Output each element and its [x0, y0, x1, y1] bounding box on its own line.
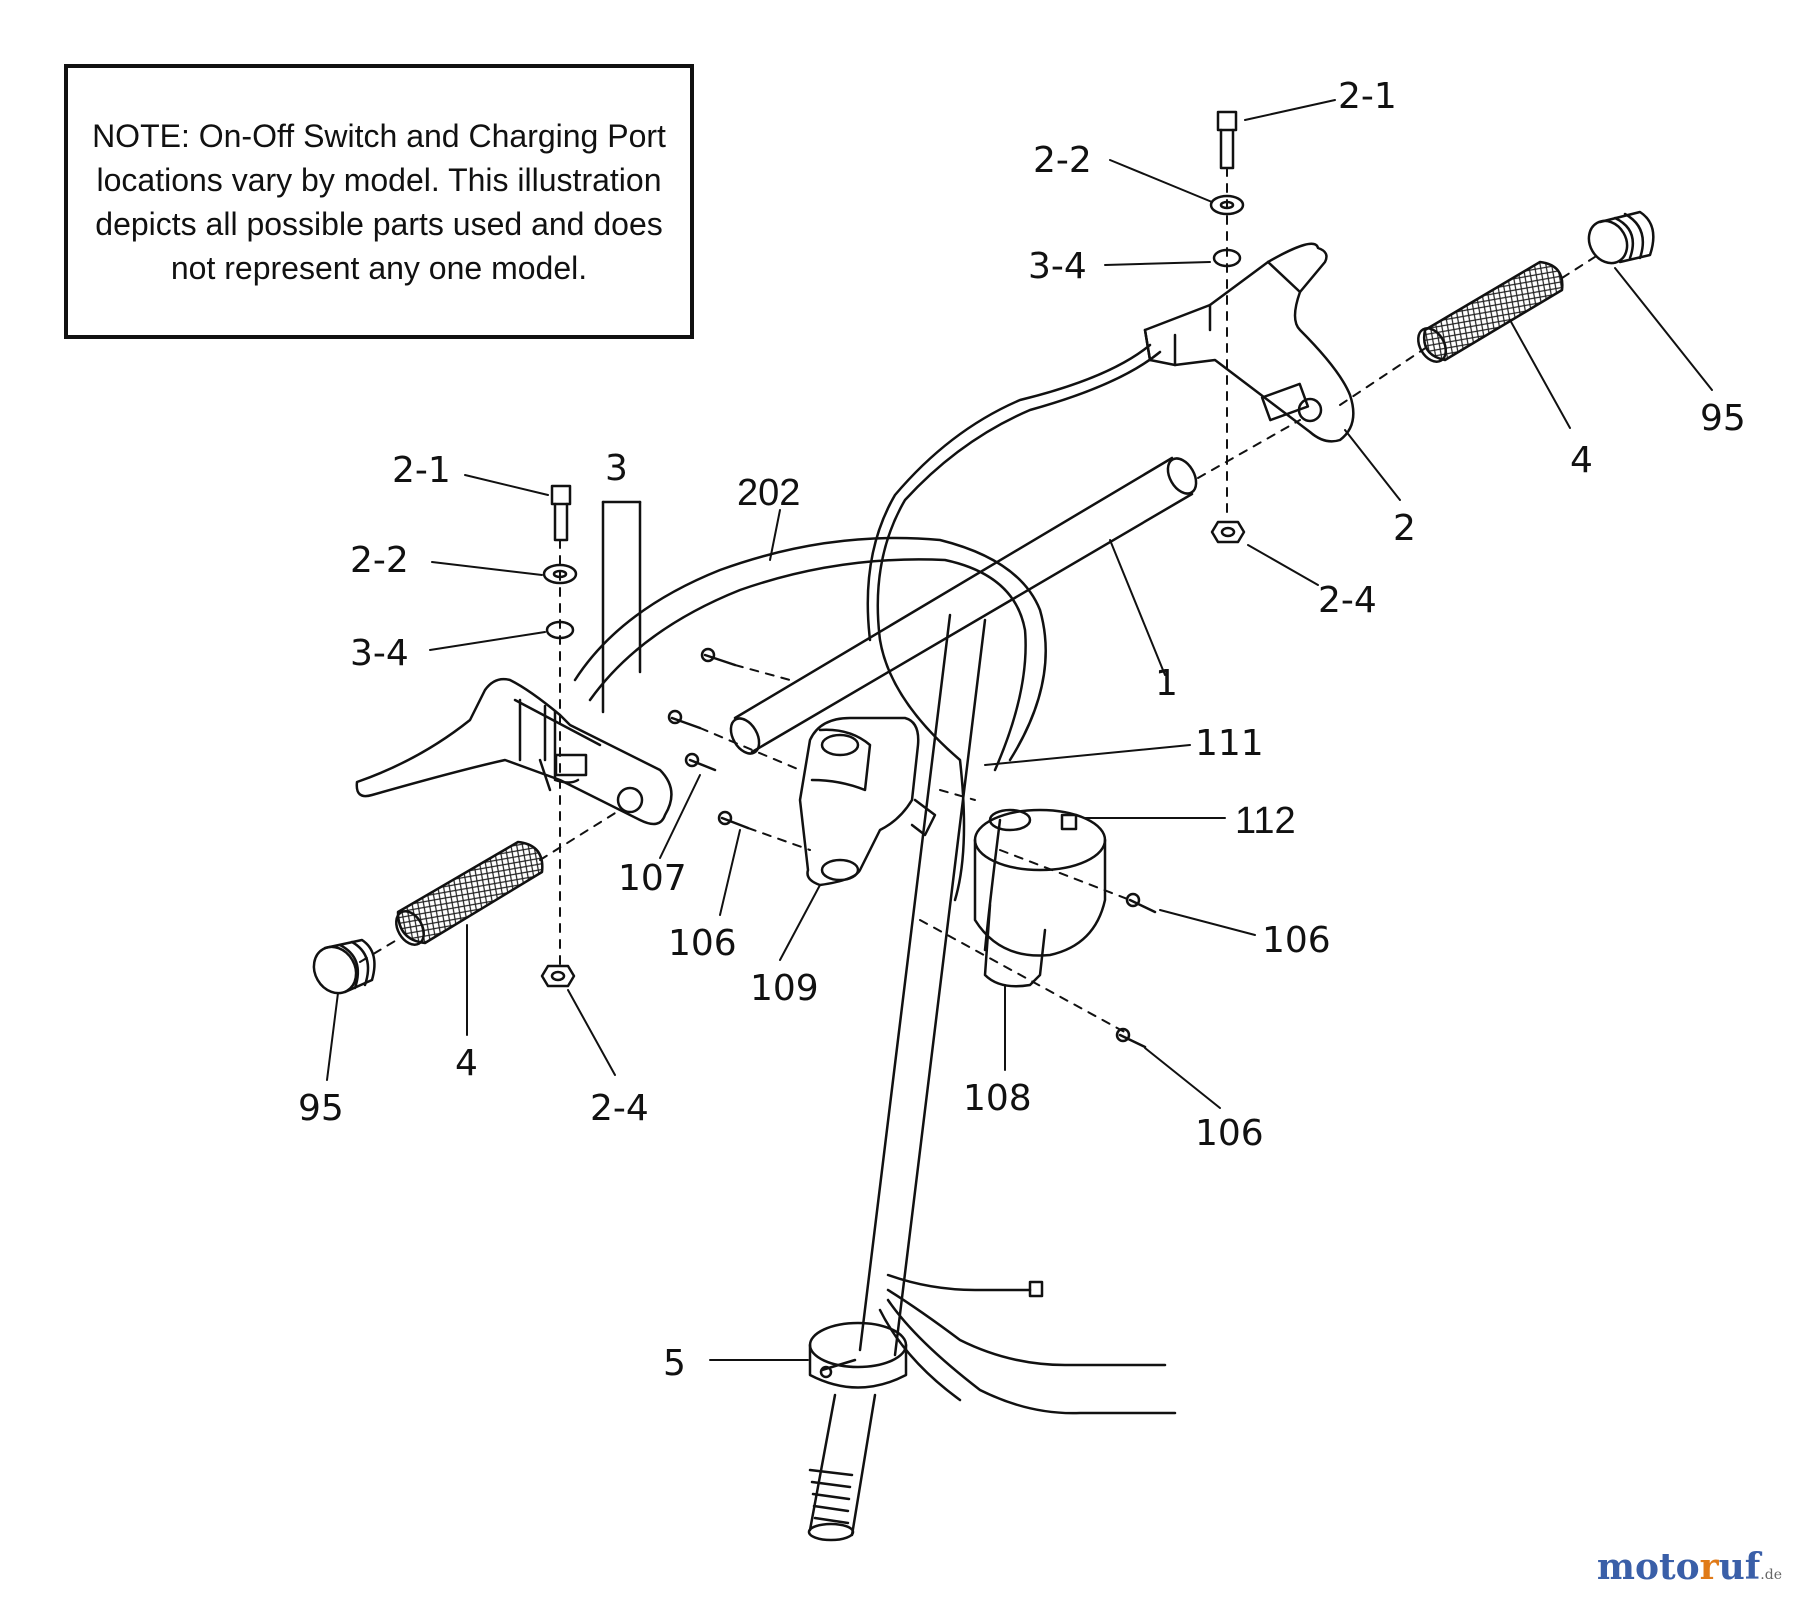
collar-clamp-part [808, 1321, 908, 1389]
callout-3: 3 [605, 448, 628, 489]
callout-2-4-right: 2-4 [1318, 580, 1377, 621]
callout-2-1-right: 2-1 [1338, 76, 1397, 117]
watermark-logo: motoruf.de [1596, 1546, 1782, 1588]
callout-95-right: 95 [1700, 398, 1746, 439]
right-end-plug [1587, 210, 1655, 265]
callout-106-a: 106 [668, 923, 737, 964]
callout-4-right: 4 [1570, 440, 1593, 481]
left-lever-bracket [355, 677, 673, 826]
cable-harness [573, 343, 1162, 952]
assembly-dashes [359, 167, 1599, 1036]
callout-2-right: 2 [1393, 508, 1416, 549]
callout-202: 202 [737, 472, 800, 514]
left-end-plug [312, 938, 376, 995]
right-lever-bracket [1143, 242, 1355, 443]
callout-2-1-left: 2-1 [392, 450, 451, 491]
callout-1: 1 [1155, 663, 1178, 704]
part3-bracket-lines [601, 500, 642, 714]
callout-2-2-right: 2-2 [1033, 140, 1092, 181]
charging-port-housing [973, 808, 1107, 988]
left-grip [395, 840, 544, 946]
callout-5: 5 [663, 1343, 686, 1384]
leader-lines [326, 99, 1713, 1361]
callout-106-b: 106 [1262, 920, 1331, 961]
callout-2-4-left: 2-4 [590, 1088, 649, 1129]
callout-labels: 2-1 2-2 3-4 95 4 2 2-4 2-1 3 202 2-2 3-4… [298, 76, 1746, 1384]
callout-107: 107 [618, 858, 687, 899]
callout-3-4-left: 3-4 [350, 633, 409, 674]
callout-112: 112 [1235, 800, 1296, 842]
note-text: NOTE: On-Off Switch and Charging Port lo… [92, 117, 666, 286]
callout-111: 111 [1195, 723, 1264, 764]
screws [667, 647, 1157, 1049]
callout-95-left: 95 [298, 1088, 344, 1129]
callout-106-c: 106 [1195, 1113, 1264, 1154]
callout-109: 109 [750, 968, 819, 1009]
callout-3-4-right: 3-4 [1028, 246, 1087, 287]
callout-4-left: 4 [455, 1043, 478, 1084]
note-box: NOTE: On-Off Switch and Charging Port lo… [64, 64, 694, 339]
right-grip [1417, 260, 1564, 363]
lower-wires [878, 1273, 1177, 1415]
switch-housing-109 [798, 716, 937, 887]
callout-108: 108 [963, 1078, 1032, 1119]
callout-2-2-left: 2-2 [350, 540, 409, 581]
